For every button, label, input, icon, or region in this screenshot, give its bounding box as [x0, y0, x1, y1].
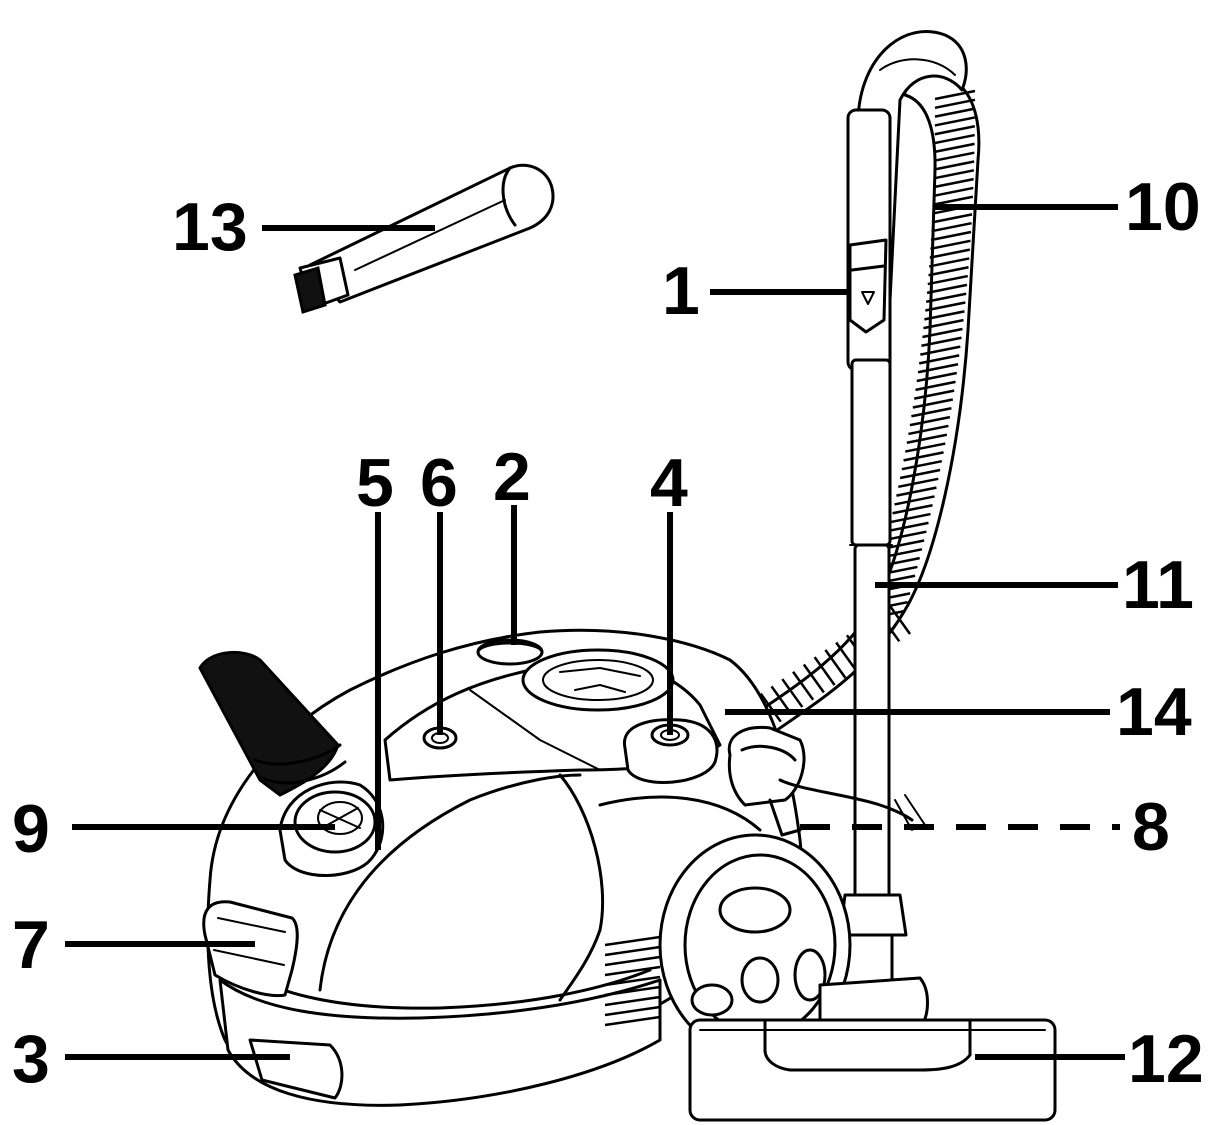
hose-rib: [934, 142, 975, 154]
hose-rib: [931, 221, 972, 233]
rear-wheel: [658, 833, 852, 1057]
hose-rib: [934, 107, 976, 118]
hose-rib: [886, 530, 927, 541]
hose-rib: [933, 160, 975, 171]
hose-rib: [813, 656, 836, 686]
hose-rib: [930, 230, 972, 242]
hose-rib: [920, 345, 961, 356]
hose-rib: [759, 692, 782, 723]
vent-slot: [604, 1015, 661, 1027]
hose-rib: [933, 177, 974, 189]
carry-handle: [476, 638, 544, 666]
hose-rib: [894, 495, 935, 506]
hose-rib: [930, 239, 971, 251]
hose-rib: [906, 433, 948, 444]
hose-rib: [934, 133, 975, 145]
hose-rib: [908, 424, 949, 436]
callout-3: 3: [12, 1021, 50, 1097]
hose-rib: [931, 213, 973, 224]
hose-rib: [912, 398, 954, 409]
callout-7: 7: [12, 907, 50, 983]
hose-rib: [911, 407, 952, 418]
hose-rib: [926, 283, 968, 295]
hose-rib: [892, 504, 933, 515]
callout-labels: 13 1 10 11 14 8 12 5 6 2 4 9 7 3: [12, 169, 1204, 1097]
hose-rib: [927, 274, 969, 286]
hose-rib: [898, 477, 939, 489]
hose-rib: [888, 605, 912, 635]
leader-lines: [65, 204, 1125, 1060]
vent-slot: [604, 975, 661, 987]
hose-rib: [933, 186, 974, 198]
hose-rib: [899, 468, 941, 480]
hose-connector: [727, 725, 806, 807]
hose-rib: [923, 318, 964, 330]
hose-rib: [792, 671, 815, 701]
hose-rib: [890, 512, 931, 524]
callout-10: 10: [1125, 169, 1201, 245]
vent-slot: [604, 955, 661, 967]
hose-rib: [916, 371, 958, 383]
callout-13: 13: [172, 189, 248, 265]
hose-rib: [933, 169, 975, 180]
hose-rib: [921, 336, 962, 348]
control-panel: [422, 648, 719, 784]
vent-slot: [604, 995, 661, 1007]
callout-1: 1: [662, 253, 700, 329]
hose-rib: [925, 301, 966, 312]
hose-rib: [903, 451, 944, 462]
hose-rib: [835, 641, 858, 672]
floor-nozzle: [688, 976, 1057, 1122]
hose-rib: [934, 89, 976, 101]
hose-rib: [883, 539, 925, 550]
callout-9: 9: [12, 791, 50, 867]
hose-rib: [888, 521, 929, 533]
vent-slot: [604, 965, 661, 977]
callout-2: 2: [493, 439, 531, 515]
hose-rib: [925, 292, 967, 303]
hose-rib: [922, 327, 963, 339]
hose-rib: [896, 486, 937, 497]
grip-slider: [848, 238, 888, 334]
hose-rib: [781, 678, 804, 708]
callout-11: 11: [1122, 547, 1194, 623]
hose-rib: [802, 663, 825, 694]
arrow-down-icon: [861, 291, 875, 305]
hose-rib: [934, 125, 976, 136]
hose-rib: [932, 195, 974, 206]
hose-rib: [934, 98, 976, 110]
hose-rib: [824, 649, 847, 679]
callout-6: 6: [420, 445, 458, 521]
hose-rib: [901, 459, 943, 471]
crevice-tool: [293, 163, 555, 314]
callout-12: 12: [1128, 1021, 1204, 1097]
hose-rib: [929, 248, 971, 259]
crevice-nozzle-attached: [198, 650, 347, 797]
vent-slot: [604, 945, 661, 957]
callout-4: 4: [650, 445, 688, 521]
callout-8: 8: [1132, 789, 1170, 865]
hose-rib: [918, 354, 960, 365]
hose-rib: [913, 389, 955, 400]
hose-rib: [924, 310, 965, 321]
hose-rib: [904, 442, 946, 453]
vent-slot: [604, 935, 661, 947]
hose-rib: [928, 257, 970, 268]
hose-rib: [934, 151, 975, 162]
hose-rib: [934, 116, 976, 127]
hose-rib: [928, 266, 969, 277]
callout-5: 5: [356, 445, 394, 521]
vent-slot: [604, 1005, 661, 1017]
hose-rib: [915, 380, 956, 392]
vent-slot: [604, 985, 661, 997]
callout-14: 14: [1116, 674, 1192, 750]
hose-rib: [917, 362, 959, 374]
hose-rib: [909, 415, 951, 427]
